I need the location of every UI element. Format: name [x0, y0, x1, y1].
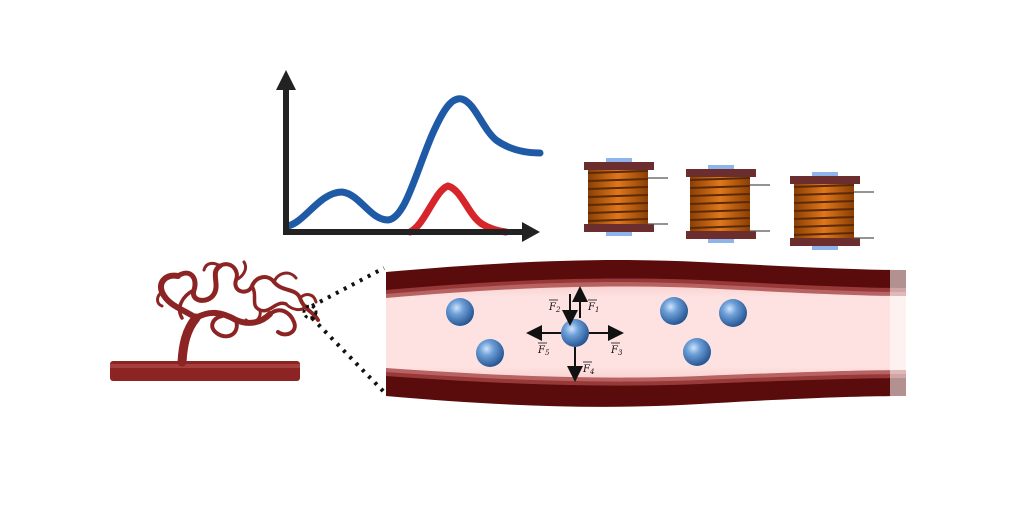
magnetic-nanoparticle-icon — [476, 339, 504, 367]
vessel-lumen — [386, 274, 906, 390]
coil-1 — [584, 158, 668, 236]
force-label-f2: F2 — [548, 302, 561, 314]
plot-red-curve — [406, 182, 510, 236]
force-label-f3: F3 — [610, 345, 623, 357]
coil-array — [584, 158, 874, 250]
force-label-f5: F5 — [537, 345, 550, 357]
plot-blue-curve — [284, 95, 544, 230]
force-label-f1: F1 — [587, 302, 599, 314]
coil-3 — [790, 172, 874, 250]
nanoparticles — [446, 297, 747, 367]
magnetic-nanoparticle-icon — [683, 338, 711, 366]
force-diagram — [526, 286, 624, 382]
spectrum-plot — [276, 70, 544, 242]
magnetic-nanoparticle-icon — [719, 299, 747, 327]
capillary-branches — [156, 260, 320, 367]
y-axis-arrow-icon — [276, 70, 296, 90]
coil-2 — [686, 165, 770, 243]
force-label-f4: F4 — [582, 364, 594, 376]
force-labels: F2 F1 F5 F3 F4 — [537, 299, 623, 376]
blood-vessel — [386, 260, 910, 407]
capillary-network — [110, 260, 320, 381]
x-axis-arrow-icon — [522, 222, 540, 242]
magnetic-nanoparticle-icon — [660, 297, 688, 325]
magnetic-nanoparticle-icon — [446, 298, 474, 326]
center-nanoparticle-icon — [561, 319, 589, 347]
zoom-origin — [302, 304, 318, 320]
zoom-lines — [310, 266, 386, 394]
